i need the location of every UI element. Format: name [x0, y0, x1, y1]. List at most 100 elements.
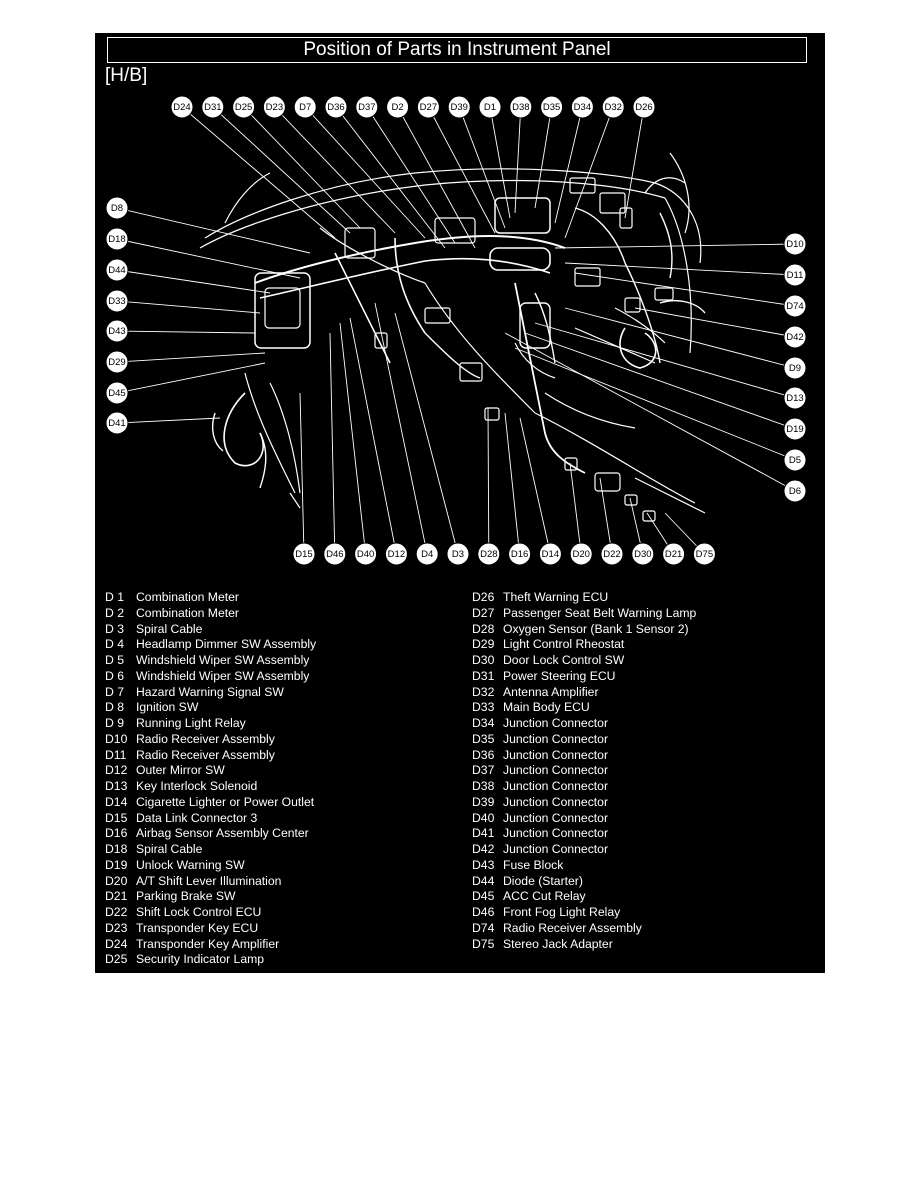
callout-circle — [601, 95, 625, 119]
callout-d26: D26 — [632, 95, 656, 119]
callout-d22: D22 — [600, 542, 624, 566]
part-name: Junction Connector — [503, 747, 609, 762]
part-code: D31 — [472, 668, 495, 683]
callout-d21: D21 — [662, 542, 686, 566]
callout-d43: D43 — [105, 319, 129, 343]
part-code: D 1 — [105, 590, 124, 604]
callout-circle — [783, 232, 807, 256]
leader-line — [366, 106, 456, 244]
part-code: D21 — [105, 889, 128, 904]
part-code: D26 — [472, 590, 495, 604]
callout-circle — [508, 542, 532, 566]
callout-label: D9 — [789, 363, 801, 374]
part-name: Radio Receiver Assembly — [136, 747, 275, 762]
part-name: Ignition SW — [136, 700, 199, 715]
part-code: D 3 — [105, 621, 124, 636]
callout-circle — [386, 95, 410, 119]
callout-d12: D12 — [384, 542, 408, 566]
part-name: ACC Cut Relay — [503, 889, 586, 904]
callout-label: D35 — [543, 102, 560, 113]
callout-label: D34 — [574, 102, 591, 113]
section-tag: [H/B] — [105, 65, 148, 86]
part-code: D29 — [472, 637, 495, 652]
part-name: Headlamp Dimmer SW Assembly — [136, 637, 317, 652]
leader-line — [116, 362, 266, 394]
callout-circle — [292, 542, 316, 566]
callout-circle — [783, 325, 807, 349]
callout-circle — [783, 263, 807, 287]
callout-label: D5 — [789, 455, 801, 466]
leader-line — [519, 417, 551, 555]
leader-line — [564, 262, 796, 276]
callout-circle — [632, 95, 656, 119]
part-name: Door Lock Control SW — [503, 653, 625, 667]
leader-line — [243, 106, 361, 229]
leader-line — [335, 106, 446, 249]
part-name: Shift Lock Control ECU — [136, 905, 262, 919]
part-code: D16 — [105, 826, 128, 841]
leader-line — [181, 106, 336, 239]
callout-d44: D44 — [105, 258, 129, 282]
callout-circle — [631, 542, 655, 566]
legend-row: D29 Light Control Rheostat — [472, 637, 696, 653]
part-code: D74 — [472, 920, 495, 935]
part-code: D32 — [472, 684, 495, 699]
callout-label: D20 — [572, 549, 589, 560]
part-code: D43 — [472, 857, 495, 872]
leader-line — [599, 477, 613, 555]
callout-circle — [692, 542, 716, 566]
part-name: Windshield Wiper SW Assembly — [136, 668, 310, 683]
part-name: Parking Brake SW — [136, 889, 236, 904]
leader-line — [524, 332, 796, 430]
part-name: Running Light Relay — [136, 716, 246, 730]
part-name: Light Control Rheostat — [503, 637, 625, 652]
callout-d31: D31 — [201, 95, 225, 119]
leader-line — [458, 106, 506, 229]
callout-circle — [783, 356, 807, 380]
part-code: D15 — [105, 810, 128, 825]
leader-line — [116, 330, 256, 334]
callout-d8: D8 — [105, 196, 129, 220]
callout-d18: D18 — [105, 227, 129, 251]
callout-d4: D4 — [415, 542, 439, 566]
callout-label: D74 — [786, 301, 803, 312]
callout-label: D23 — [266, 102, 283, 113]
leader-line — [116, 300, 261, 314]
part-name: Junction Connector — [503, 716, 609, 730]
leader-line — [339, 322, 367, 555]
part-code: D27 — [472, 605, 495, 620]
callout-label: D10 — [786, 239, 803, 250]
leader-line — [304, 106, 426, 239]
callout-d9: D9 — [783, 356, 807, 380]
callout-d46: D46 — [323, 542, 347, 566]
part-code: D28 — [472, 621, 495, 636]
callout-label: D36 — [327, 102, 344, 113]
leader-line — [274, 106, 396, 234]
part-name: Key Interlock Solenoid — [136, 779, 258, 793]
callout-d33: D33 — [105, 289, 129, 313]
part-code: D38 — [472, 779, 495, 793]
callout-circle — [478, 95, 502, 119]
callout-label: D4 — [421, 549, 433, 560]
callout-circle — [201, 95, 225, 119]
leader-line — [428, 106, 496, 234]
part-code: D30 — [472, 653, 495, 667]
part-name: Diode (Starter) — [503, 873, 583, 888]
leader-line — [574, 272, 796, 307]
